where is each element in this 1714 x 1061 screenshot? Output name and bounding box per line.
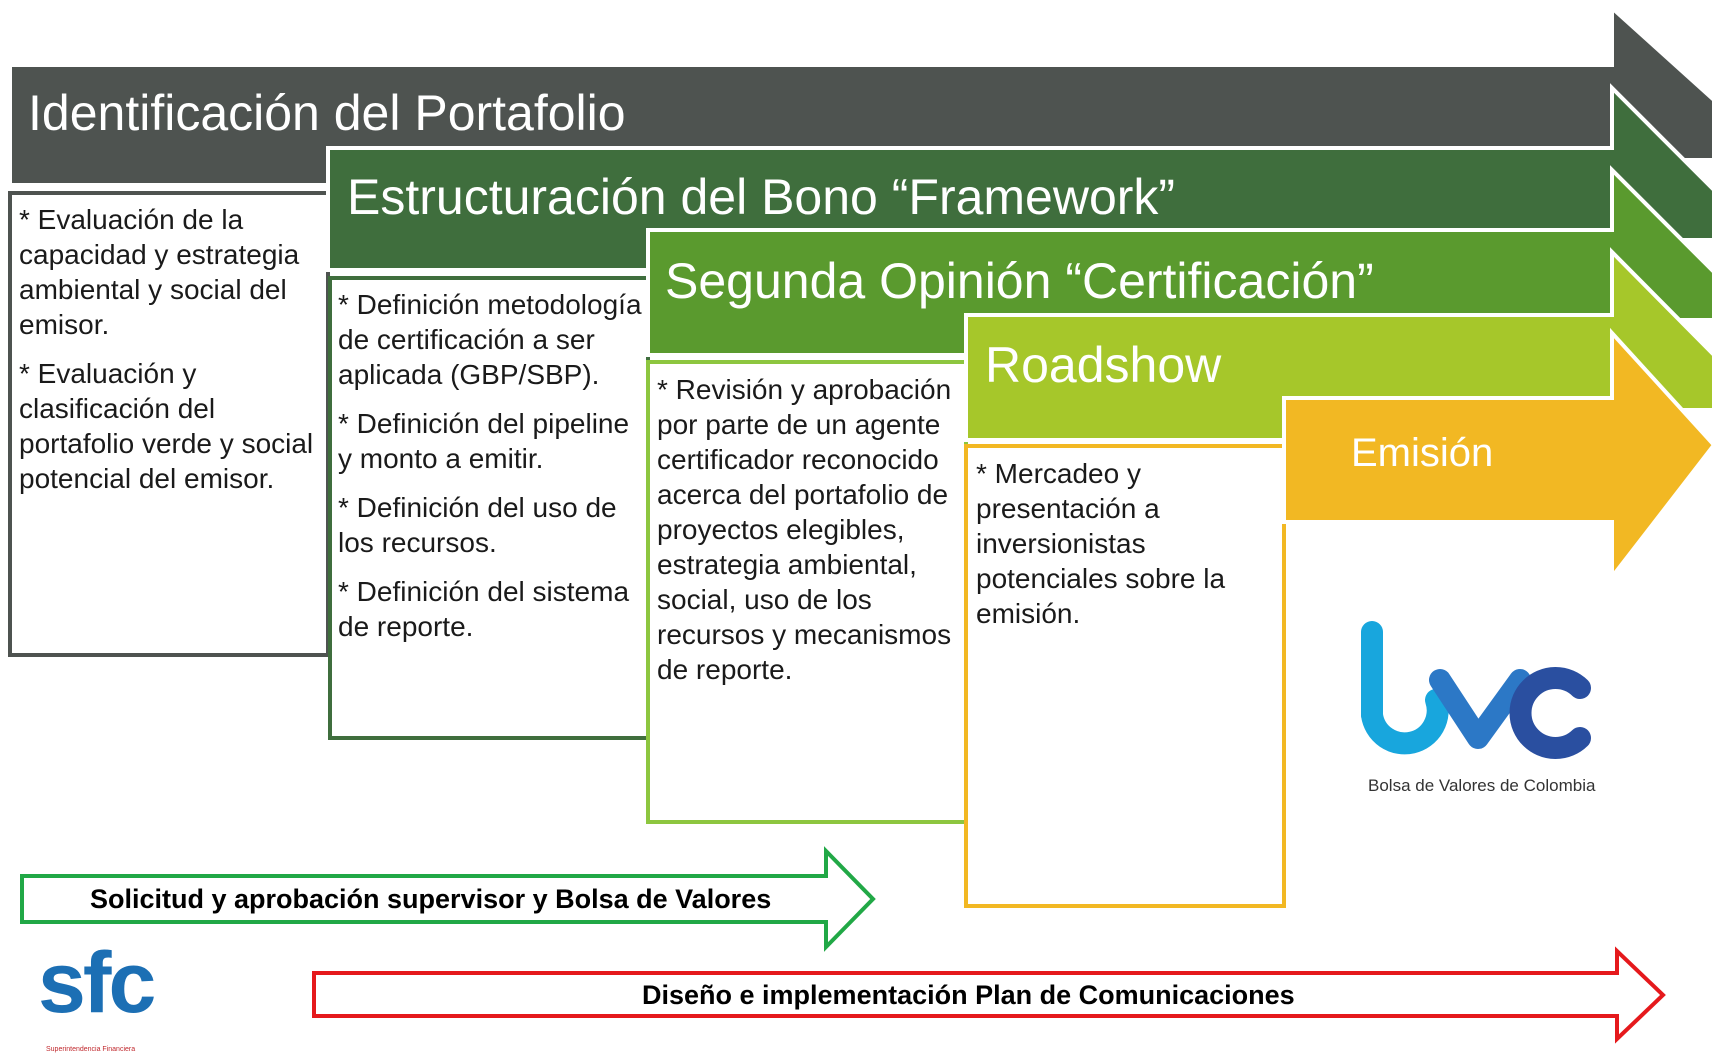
stage-1-title: Identificación del Portafolio xyxy=(28,85,626,141)
stage-4-title: Roadshow xyxy=(985,337,1222,393)
stage-4-box xyxy=(964,444,1286,908)
stage-4-item: * Mercadeo y presentación a inversionist… xyxy=(976,458,1226,629)
stage-2-item: * Definición del pipeline y monto a emit… xyxy=(338,408,630,474)
stage-5-title: Emisión xyxy=(1351,431,1494,475)
stage-2-title: Estructuración del Bono “Framework” xyxy=(347,169,1176,225)
sfc-logo-caption: Superintendencia Financiera xyxy=(46,1046,136,1053)
stage-2-item: * Definición del sistema de reporte. xyxy=(338,576,630,642)
supervisor-banner-arrow xyxy=(20,846,876,952)
stage-3-box xyxy=(646,360,968,824)
stage-4-arrow xyxy=(964,247,1714,442)
communications-banner-label: Diseño e implementación Plan de Comunica… xyxy=(642,980,1295,1010)
stage-2-item: * Definición del uso de los recursos. xyxy=(338,492,617,558)
stage-4-description: * Mercadeo y presentación a inversionist… xyxy=(976,456,1266,645)
stage-1-description: * Evaluación de la capacidad y estrategi… xyxy=(19,202,321,510)
supervisor-banner-label: Solicitud y aprobación supervisor y Bols… xyxy=(90,884,772,914)
stage-2-description: * Definición metodología de certificació… xyxy=(338,287,643,658)
stage-3-description: * Revisión y aprobación por parte de un … xyxy=(657,372,953,701)
stage-3-title: Segunda Opinión “Certificación” xyxy=(665,253,1374,309)
bvc-logo-mark xyxy=(1361,621,1591,759)
stage-2-item: * Definición metodología de certificació… xyxy=(338,289,642,390)
stage-3-item: * Revisión y aprobación por parte de un … xyxy=(657,374,952,685)
sfc-logo-mark: sfc xyxy=(38,935,156,1031)
stage-1-item: * Evaluación y clasificación del portafo… xyxy=(19,358,314,494)
bvc-logo-caption: Bolsa de Valores de Colombia xyxy=(1368,776,1596,795)
stage-5-arrow xyxy=(1282,327,1714,583)
stage-1-item: * Evaluación de la capacidad y estrategi… xyxy=(19,204,300,340)
communications-banner-arrow xyxy=(312,946,1666,1044)
